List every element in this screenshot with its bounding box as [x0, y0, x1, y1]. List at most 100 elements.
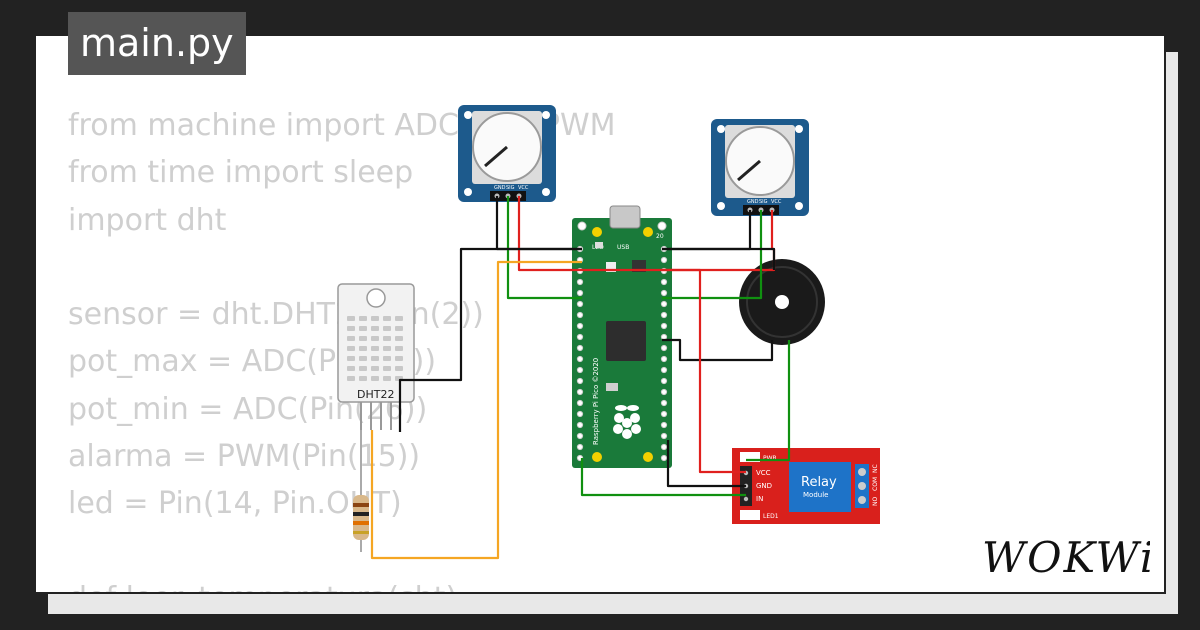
- wire-black-relay-gnd: [666, 440, 746, 488]
- dht-grill-slot: [347, 376, 355, 381]
- pico-pin[interactable]: [576, 421, 584, 429]
- pico-pin[interactable]: [660, 366, 668, 374]
- dht-grill-slot: [347, 356, 355, 361]
- dht-grill-slot: [383, 376, 391, 381]
- pico-pin[interactable]: [660, 399, 668, 407]
- pico-pin[interactable]: [660, 344, 668, 352]
- dht-grill-slot: [371, 316, 379, 321]
- buzzer[interactable]: [739, 259, 825, 360]
- pico-pin[interactable]: [576, 377, 584, 385]
- pot1-gnd-label: GND: [494, 185, 506, 191]
- dht-grill-slot: [371, 356, 379, 361]
- dht-grill-slot: [359, 366, 367, 371]
- code-line: alarma = PWM(Pin(15)): [68, 439, 421, 475]
- relay-module[interactable]: PWR LED1 VCC GND IN Relay Module NO COM …: [732, 448, 880, 524]
- dht-grill-slot: [395, 336, 403, 341]
- pico-pin[interactable]: [576, 443, 584, 451]
- dht-grill-slot: [347, 366, 355, 371]
- relay-led-label: LED1: [763, 513, 779, 520]
- relay-com-label: COM: [872, 477, 879, 491]
- pico-pin[interactable]: [576, 311, 584, 319]
- code-line: from time import sleep: [68, 155, 414, 191]
- pico-pin[interactable]: [660, 311, 668, 319]
- pot1-sig-label: SIG: [506, 185, 515, 191]
- relay-in-label: IN: [756, 495, 763, 503]
- pico-pin[interactable]: [576, 300, 584, 308]
- code-line: pot_min = ADC(Pin(26)): [68, 391, 428, 427]
- relay-nc-label: NC: [872, 464, 879, 473]
- dht-grill-slot: [347, 316, 355, 321]
- pico-pin[interactable]: [660, 355, 668, 363]
- pico-pin[interactable]: [660, 300, 668, 308]
- dht-grill-slot: [383, 366, 391, 371]
- pico-pin[interactable]: [576, 289, 584, 297]
- pico-pin[interactable]: [576, 410, 584, 418]
- pico-pin[interactable]: [660, 256, 668, 264]
- code-line: def leer_temperatura(sht):: [68, 575, 616, 592]
- wire-green-pot2-sig: [662, 210, 763, 300]
- pico-pin[interactable]: [576, 355, 584, 363]
- pico-pin[interactable]: [660, 454, 668, 462]
- wire-green-buzzer-relay: [746, 340, 791, 462]
- dht-grill-slot: [359, 376, 367, 381]
- pico-pin[interactable]: [576, 388, 584, 396]
- pico-usb-label: USB: [617, 244, 629, 251]
- pico-pin[interactable]: [660, 377, 668, 385]
- pico-pin[interactable]: [576, 333, 584, 341]
- code-line: import dht: [68, 202, 227, 238]
- dht-grill-slot: [395, 366, 403, 371]
- code-line: led = Pin(14, Pin.OUT): [68, 486, 402, 522]
- pico-pin[interactable]: [576, 278, 584, 286]
- pico-board-label: Raspberry Pi Pico ©2020: [592, 358, 600, 445]
- file-tab[interactable]: main.py: [68, 12, 246, 75]
- pico-pin[interactable]: [660, 333, 668, 341]
- pico-pin[interactable]: [576, 432, 584, 440]
- relay-vcc-label: VCC: [756, 469, 771, 477]
- dht-grill-slot: [383, 346, 391, 351]
- dht-grill-slot: [383, 356, 391, 361]
- dht-grill-slot: [371, 346, 379, 351]
- potentiometer-2[interactable]: GND SIG VCC: [711, 119, 809, 216]
- dht-grill-slot: [359, 336, 367, 341]
- wire-black-dht-gnd: [398, 247, 582, 432]
- pico-pin[interactable]: [660, 410, 668, 418]
- potentiometer-1[interactable]: GND SIG VCC: [458, 105, 556, 202]
- wire-green-pot1-sig: [506, 196, 582, 300]
- wire-black-buzzer: [662, 338, 774, 362]
- dht-grill-slot: [347, 326, 355, 331]
- wokwi-logo: WOKWi: [982, 534, 1150, 582]
- pico-pin[interactable]: [576, 399, 584, 407]
- pico-pin[interactable]: [660, 421, 668, 429]
- pico-pin[interactable]: [660, 278, 668, 286]
- wire-red-pot2-vcc: [662, 210, 776, 272]
- wire-red-pot1-vcc: [517, 196, 662, 272]
- raspberry-pi-pico[interactable]: USB LED 20 Raspberry Pi Pico ©2020: [572, 205, 672, 468]
- dht-grill-slot: [347, 346, 355, 351]
- pico-pin[interactable]: [660, 322, 668, 330]
- pico-pin[interactable]: [660, 289, 668, 297]
- dht-grill-slot: [359, 316, 367, 321]
- pico-pin[interactable]: [576, 366, 584, 374]
- dht-grill-slot: [383, 336, 391, 341]
- dht-grill-slot: [371, 336, 379, 341]
- pot1-vcc-label: VCC: [518, 185, 529, 191]
- dht-grill-slot: [359, 326, 367, 331]
- wire-orange-dht-data: [370, 260, 582, 560]
- pico-pin[interactable]: [660, 432, 668, 440]
- pico-pin[interactable]: [660, 443, 668, 451]
- dht-grill-slot: [383, 326, 391, 331]
- wire-red-vcc-relay: [662, 268, 746, 474]
- pico-pin[interactable]: [576, 344, 584, 352]
- pico-pin[interactable]: [576, 322, 584, 330]
- dht22-sensor[interactable]: DHT22: [337, 283, 415, 430]
- dht-grill-slot: [395, 346, 403, 351]
- dht22-label: DHT22: [357, 388, 394, 401]
- pico-pin[interactable]: [660, 388, 668, 396]
- dht-grill-slot: [371, 366, 379, 371]
- dht-grill-slot: [383, 316, 391, 321]
- wires: [370, 196, 791, 560]
- resistor[interactable]: [353, 430, 369, 552]
- dht-grill-slot: [347, 336, 355, 341]
- relay-no-label: NO: [872, 497, 879, 506]
- dht-grill-slot: [359, 356, 367, 361]
